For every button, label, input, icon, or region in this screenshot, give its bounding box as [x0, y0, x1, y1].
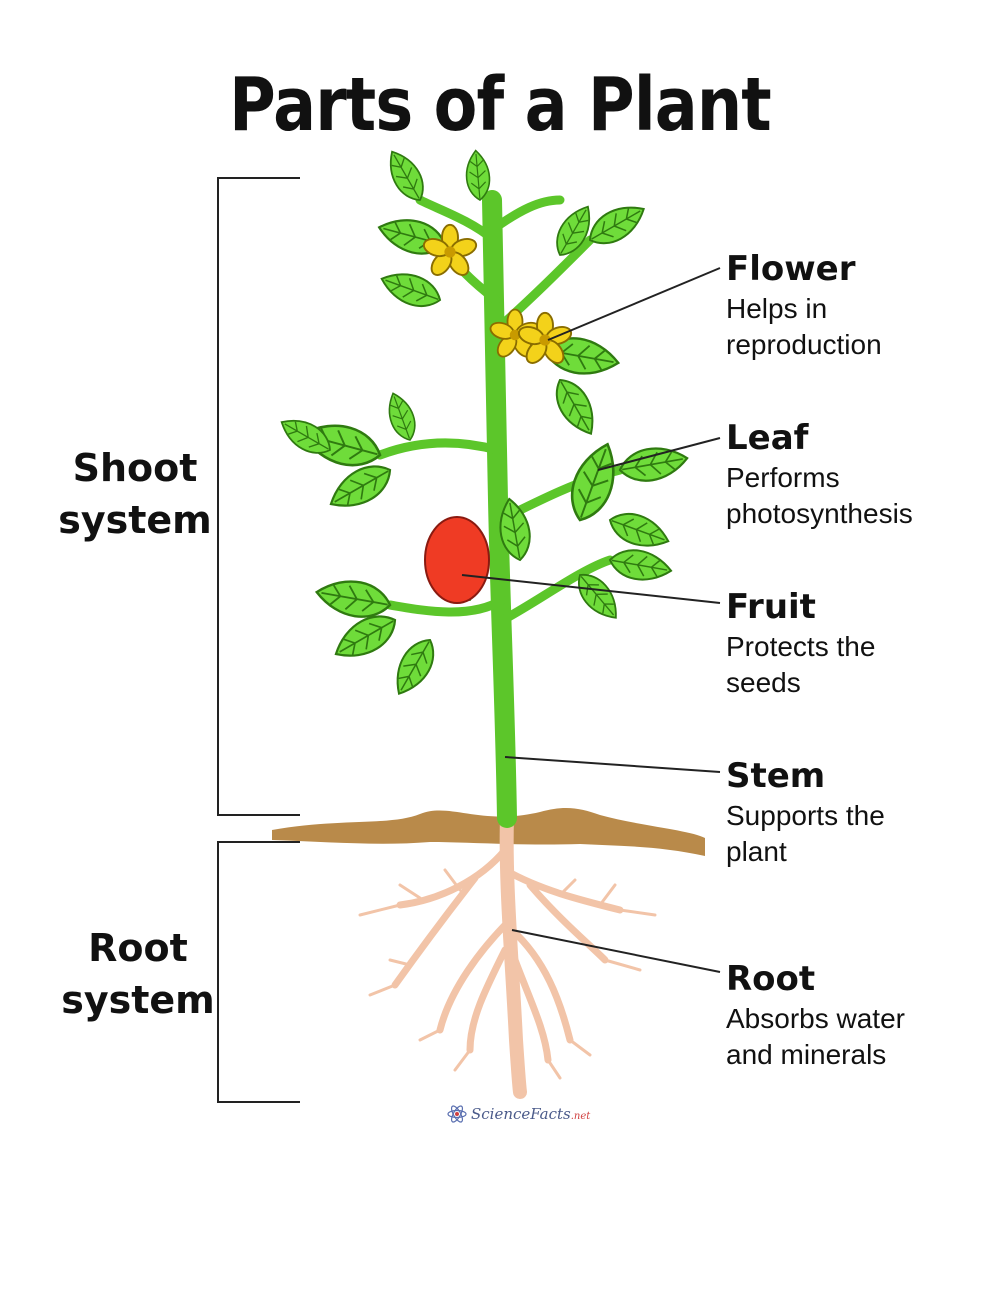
root-name: Root — [726, 959, 816, 999]
page-title: Parts of a Plant — [229, 62, 772, 148]
atom-icon — [447, 1105, 467, 1123]
shoot-system-line2: system — [58, 498, 212, 542]
logo-text: ScienceFacts.net — [471, 1105, 591, 1123]
leaf-label: Leaf Performs photosynthesis — [726, 418, 913, 532]
leaf-name: Leaf — [726, 418, 809, 458]
soil — [272, 808, 705, 856]
flower-label: Flower Helps in reproduction — [726, 249, 882, 363]
root-system-label: Root system — [38, 922, 238, 1026]
leader-lines — [461, 267, 721, 973]
root-desc: Absorbs water and minerals — [726, 1003, 905, 1070]
root-system-line1: Root — [88, 926, 188, 970]
root-label: Root Absorbs water and minerals — [726, 959, 905, 1073]
fruit-desc: Protects the seeds — [726, 631, 876, 698]
sciencefacts-logo: ScienceFacts.net — [447, 1104, 590, 1124]
fruit-name: Fruit — [726, 587, 816, 627]
fruit-label: Fruit Protects the seeds — [726, 587, 875, 701]
stem-label: Stem Supports the plant — [726, 756, 885, 870]
fruit-tomato — [424, 516, 490, 604]
flower-desc: Helps in reproduction — [726, 293, 882, 360]
root-structure — [358, 811, 657, 1099]
leaf-desc: Performs photosynthesis — [726, 462, 913, 529]
shoot-system-line1: Shoot — [72, 446, 198, 490]
shoot-system-label: Shoot system — [35, 442, 235, 546]
shoot-system-bracket — [217, 177, 300, 816]
stem-name: Stem — [726, 756, 826, 796]
flower-name: Flower — [726, 249, 856, 289]
root-system-line2: system — [61, 978, 215, 1022]
root-system-bracket — [217, 841, 300, 1103]
stem-desc: Supports the plant — [726, 800, 885, 867]
